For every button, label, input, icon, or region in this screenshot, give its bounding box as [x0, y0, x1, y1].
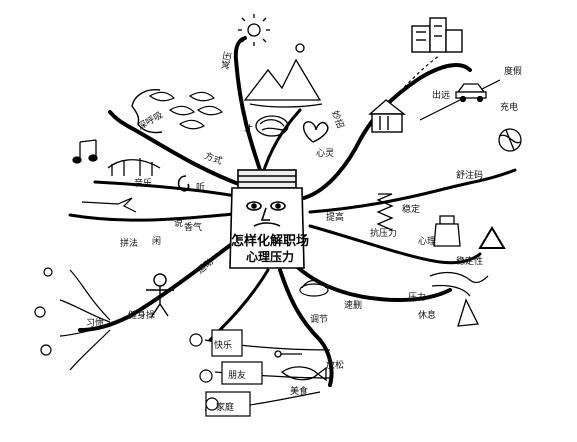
label-top-left: 减压 [219, 51, 234, 71]
label-top-right-sub1: 度假 [504, 65, 522, 77]
branch-right-mid [308, 168, 517, 214]
label-lower-right: 速删 [344, 300, 362, 311]
label-right-sub5: 舒注码 [456, 169, 483, 181]
label-left-top: 音乐 [134, 177, 152, 189]
label-right-sub3: 心理 [418, 236, 436, 247]
label-bottom: 调节 [310, 314, 328, 325]
eye-left [246, 201, 262, 211]
bird-flock-icon [148, 91, 224, 130]
branch-lower-left [78, 236, 242, 332]
label-top-right-branch: 出远 [432, 89, 450, 101]
branch-bottom [278, 268, 334, 387]
label-lower-left-sub1: 健身操 [128, 309, 155, 321]
bottle-icon [433, 215, 461, 247]
city-buildings-icon [411, 17, 463, 53]
mountain-landscape-icon [243, 43, 323, 108]
label-bottom-sub5: 美食 [290, 385, 308, 397]
label-right-sub1: 抗压力 [370, 227, 397, 239]
branch-left [68, 212, 236, 222]
central-title-line-2: 心理压力 [245, 250, 294, 264]
eye-right [270, 201, 286, 211]
label-upper-left-sub: 深呼吸 [136, 110, 165, 133]
branch-right-low [308, 224, 482, 265]
label-upper-left: 方式 [203, 150, 224, 167]
ball-icon [498, 128, 522, 152]
music-notes-icon [72, 139, 98, 164]
house-icon [368, 99, 407, 133]
central-head-illustration [229, 169, 305, 269]
branch-top [233, 36, 264, 178]
central-title: 怎样化解职场 心理压力 [224, 168, 316, 272]
flower-icons [34, 267, 53, 356]
label-right-sub4: 稳定性 [456, 255, 483, 267]
label-bottom-sub3: 家庭 [216, 401, 234, 413]
label-lower-left-sub2: 习惯 [86, 317, 104, 329]
nose [260, 207, 270, 221]
label-top-sub2: 心灵 [316, 148, 334, 159]
exercising-person-icon [146, 273, 174, 317]
label-left-sub1: 听 [196, 182, 205, 193]
label-lower-right-sub2: 休息 [418, 309, 436, 321]
fan-line-4 [69, 329, 111, 371]
label-left-bottom: 拼法 [120, 237, 138, 249]
mouth [253, 222, 281, 227]
label-top-right: 妙招 [329, 109, 346, 130]
fan-line-3 [59, 325, 111, 337]
triangle-icon [478, 226, 506, 249]
spring-icon [376, 193, 394, 231]
plane-icon [81, 197, 137, 213]
sun-icon [238, 14, 270, 46]
fish-icon [280, 366, 327, 382]
central-title-line-1: 怎样化解职场 [230, 234, 309, 249]
stork-icon [429, 271, 489, 327]
fan-line-1 [69, 269, 111, 321]
face-profile-icon [131, 89, 163, 134]
key-icon [274, 350, 302, 358]
label-bottom-sub1: 快乐 [214, 339, 232, 351]
branch-left-upper [93, 180, 238, 198]
label-lower-right-sub1: 压力 [408, 291, 426, 303]
label-right: 提高 [326, 211, 344, 223]
label-left-sub3: 说 [174, 217, 183, 229]
car-icon [455, 83, 487, 103]
bridge-icon [107, 158, 161, 176]
branch-top-fork [260, 108, 302, 178]
label-left-sub2: 闲 [152, 236, 161, 247]
ear-icon [177, 175, 190, 192]
label-left-sub4: 香气 [184, 221, 202, 233]
food-icon [299, 279, 329, 297]
label-bottom-sub4: 放松 [326, 359, 344, 371]
heart-icon [302, 121, 329, 143]
label-top-right-sub2: 充电 [500, 101, 518, 113]
label-top-sub1: 才 [244, 123, 253, 135]
label-bottom-sub2: 朋友 [228, 369, 246, 381]
label-right-sub2: 稳定 [402, 203, 420, 215]
fan-line-2 [59, 299, 111, 323]
right-sub-line [419, 79, 501, 121]
branch-upper-left [108, 110, 246, 188]
friends-group-icon [189, 329, 263, 417]
brain-icon [255, 115, 289, 137]
